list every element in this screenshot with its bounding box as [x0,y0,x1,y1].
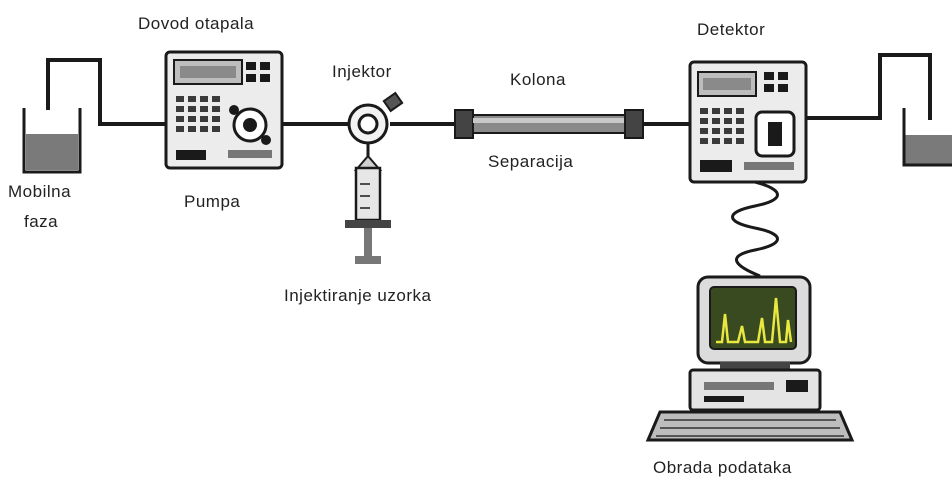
column [454,109,644,139]
column-label: Kolona [510,70,566,89]
chromatogram-trace [716,297,793,344]
separation-label: Separacija [488,152,574,171]
data-processing-label: Obrada podataka [653,458,792,477]
mobile-phase-label-line2: faza [24,212,59,231]
mobile-phase-reservoir [22,108,82,174]
syringe [345,154,391,264]
solvent-supply-label: Dovod otapala [138,14,255,33]
injector-valve [347,91,404,156]
signal-cable [731,180,779,278]
injector-label: Injektor [332,62,392,81]
detector-label: Detektor [697,20,766,39]
tubing [46,53,932,142]
waste-reservoir [902,108,952,167]
pump-device [164,50,284,170]
detector-device [688,60,808,184]
computer-workstation [645,275,855,442]
sample-injection-label: Injektiranje uzorka [284,286,432,305]
mobile-phase-label-line1: Mobilna [8,182,72,201]
pump-label: Pumpa [184,192,241,211]
